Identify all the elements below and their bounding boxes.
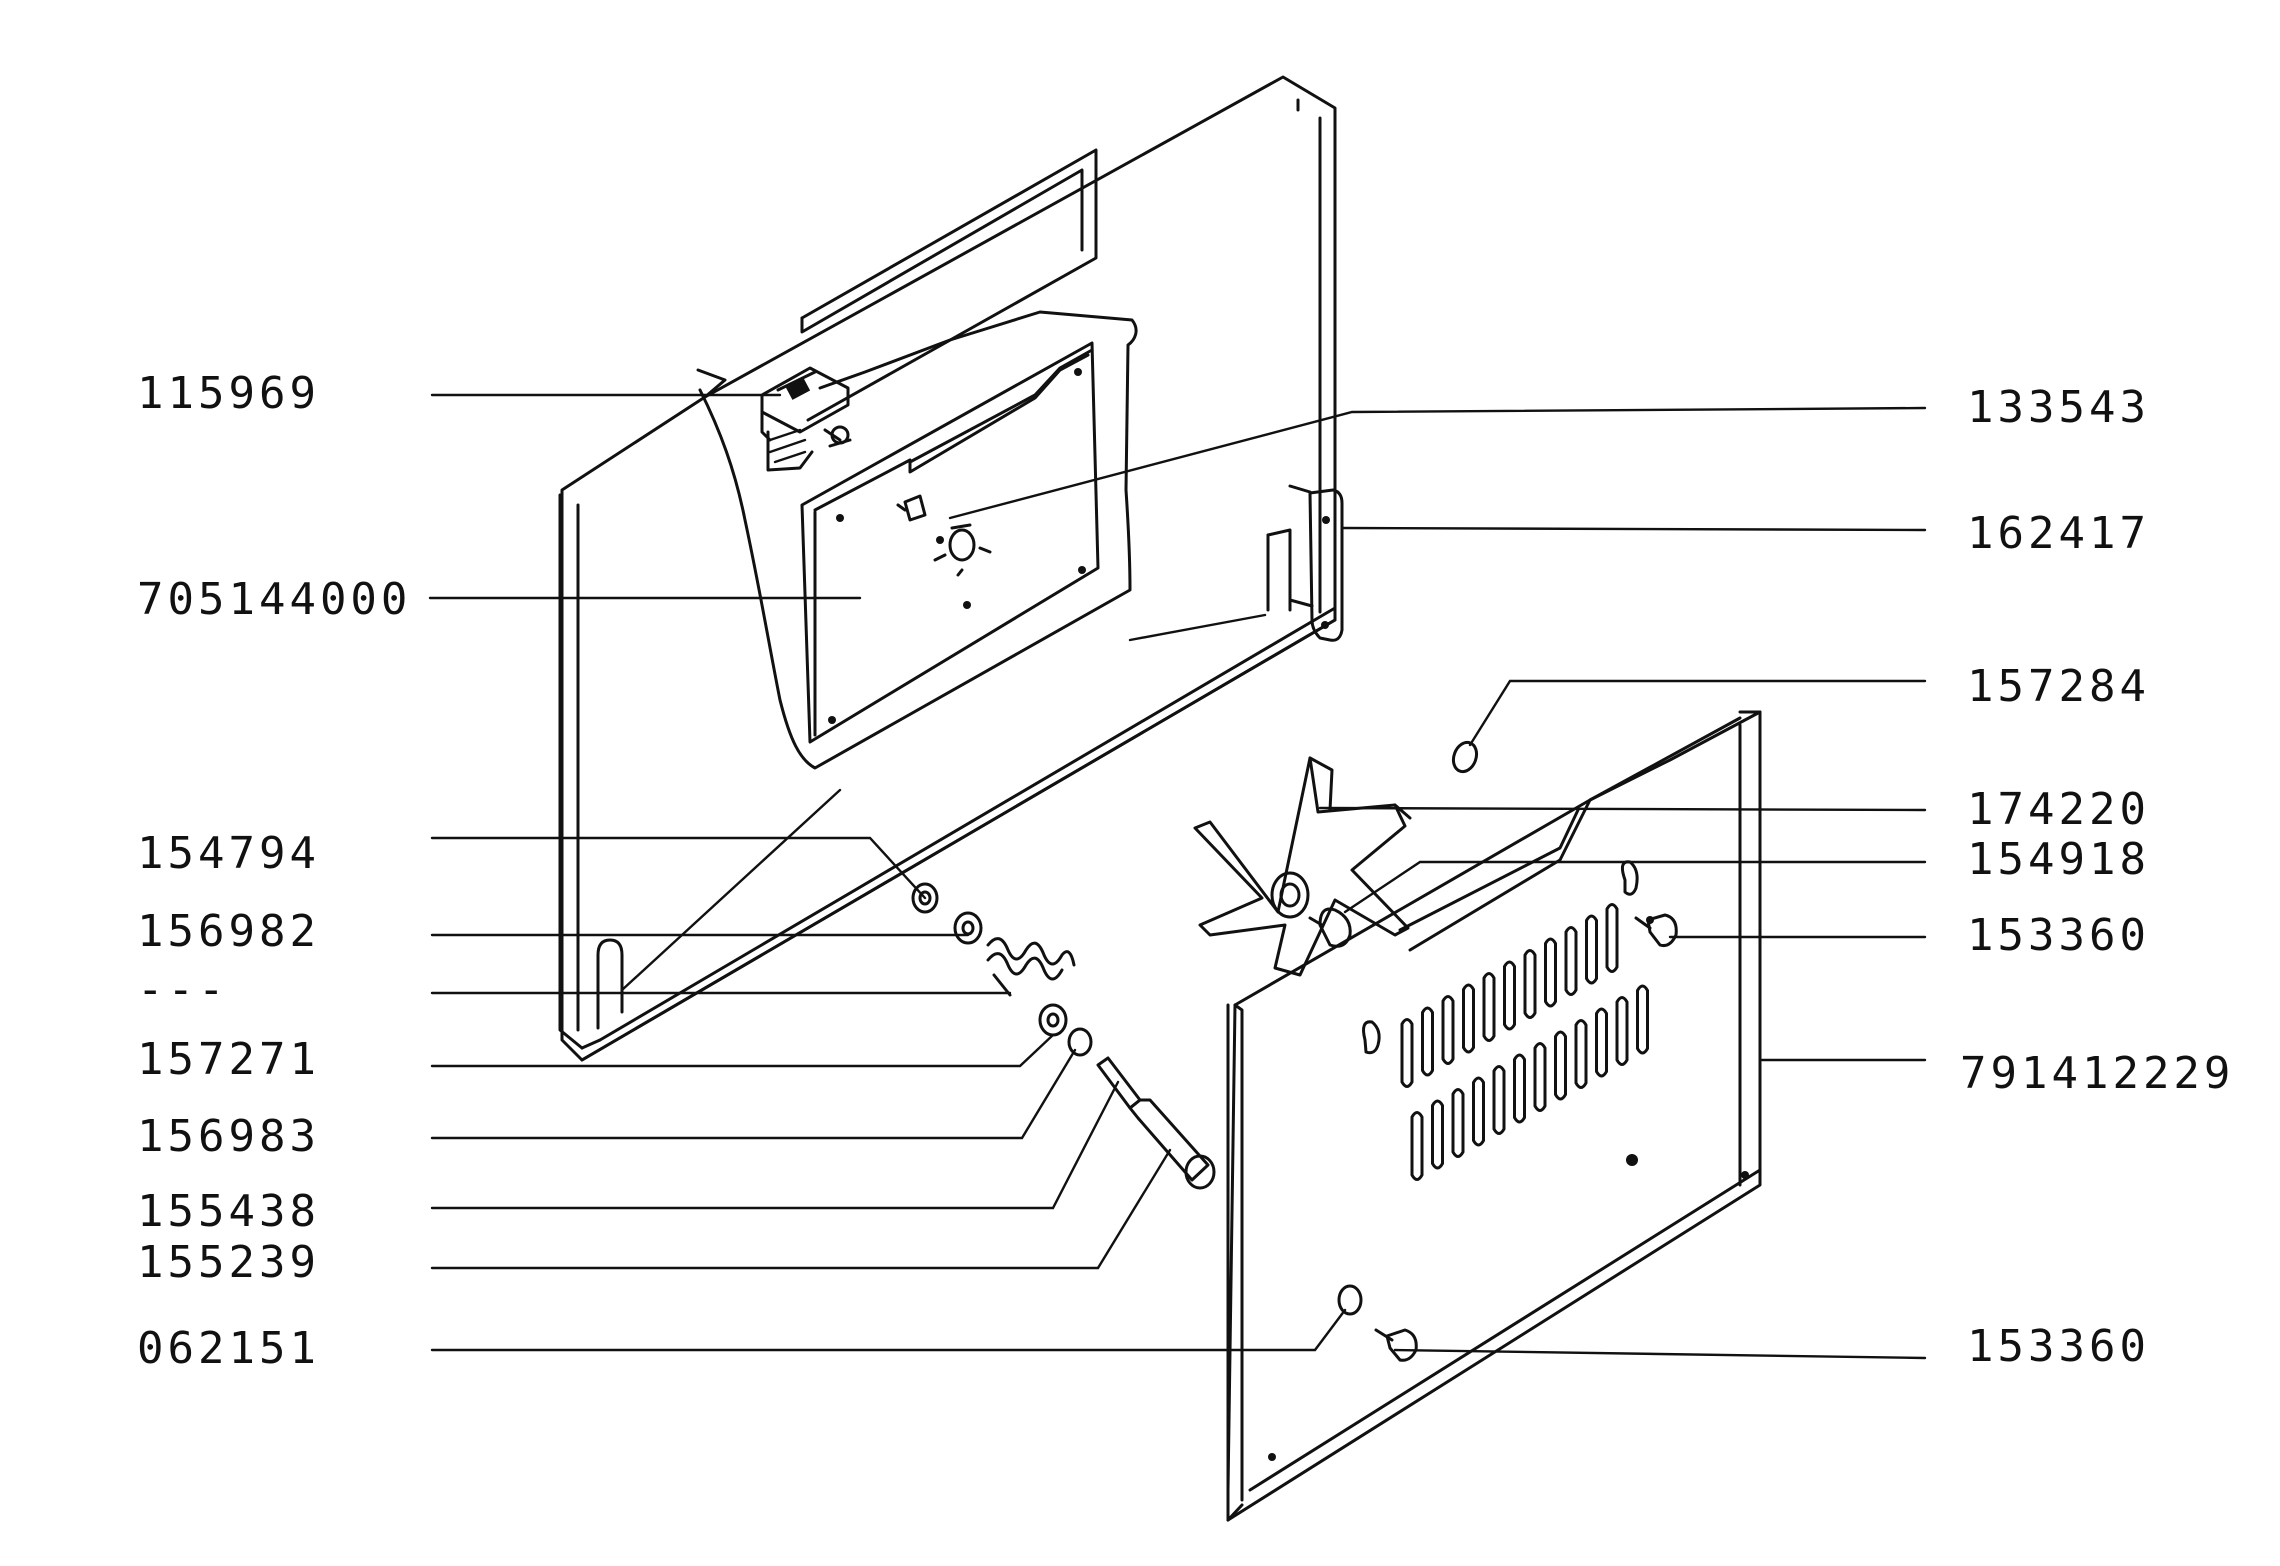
grille-slot <box>1636 984 1649 1055</box>
grille-slot <box>1595 1007 1608 1078</box>
grille-slot <box>1554 1030 1567 1101</box>
grille-slot <box>1585 914 1598 985</box>
part-number-label: --- <box>137 964 229 1015</box>
part-number-label: 705144000 <box>137 574 412 625</box>
grille-slot <box>1564 926 1578 996</box>
grille-slot <box>1400 1018 1414 1088</box>
grille-slot <box>1605 903 1619 973</box>
part-number-label: 156982 <box>137 906 320 957</box>
grille-slot <box>1421 1006 1434 1077</box>
part-number-label: 133543 <box>1967 382 2150 433</box>
grille-slot <box>1472 1076 1485 1147</box>
spring-icon <box>986 937 1076 997</box>
grille-slot <box>1410 1111 1424 1181</box>
screw-icon <box>1634 913 1678 947</box>
leader-line <box>1340 526 1927 532</box>
washer-icon <box>911 882 1093 1057</box>
part-number-label: 157271 <box>137 1034 320 1085</box>
leader-lines <box>428 393 1927 1360</box>
part-number-label: 162417 <box>1967 508 2150 559</box>
part-number-label: 115969 <box>137 368 320 419</box>
fan-blade-icon <box>1193 756 1412 977</box>
part-number-label: 154918 <box>1967 834 2150 885</box>
part-number-label: 154794 <box>137 828 320 879</box>
part-number-label: 062151 <box>137 1323 320 1374</box>
part-number-label: 155239 <box>137 1237 320 1288</box>
front-panel <box>1226 710 1762 1522</box>
leader-line <box>430 836 927 900</box>
rear-panel <box>558 75 1344 1062</box>
leader-line <box>1318 806 1927 812</box>
grille-slot <box>1533 1042 1547 1112</box>
leader-line <box>1468 679 1927 747</box>
grille-slot <box>1574 1019 1588 1089</box>
grille-slot <box>1431 1099 1444 1170</box>
part-number-label: 155438 <box>137 1186 320 1237</box>
part-number-label: 153360 <box>1967 1321 2150 1372</box>
grille-slot <box>1462 983 1475 1054</box>
grille-slot <box>1503 960 1516 1031</box>
leader-line <box>430 1048 1077 1140</box>
screw-icon <box>1374 1328 1418 1362</box>
grille-slot <box>1451 1088 1465 1158</box>
grille-slot <box>1492 1065 1506 1135</box>
part-number-label: 174220 <box>1967 784 2150 835</box>
leader-line <box>430 1148 1172 1270</box>
leader-line <box>430 1080 1120 1210</box>
part-number-label: 153360 <box>1967 910 2150 961</box>
grille-slot <box>1615 996 1629 1066</box>
leader-line <box>1393 1348 1927 1360</box>
leader-line <box>948 406 1927 520</box>
leader-line <box>1343 860 1927 914</box>
switch-icon <box>760 366 852 472</box>
grille-slot <box>1544 937 1557 1008</box>
grille-slot <box>1482 972 1496 1042</box>
grille <box>1400 903 1649 1181</box>
leader-line <box>430 1308 1347 1352</box>
leader-line <box>430 1033 1055 1068</box>
grille-slot <box>1441 995 1455 1065</box>
part-number-label: 156983 <box>137 1111 320 1162</box>
part-number-label: 157284 <box>1967 661 2150 712</box>
grille-slot <box>1523 949 1537 1019</box>
part-number-label: 791412229 <box>1960 1048 2235 1099</box>
shaft-icon <box>1096 1056 1216 1190</box>
grille-slot <box>1513 1053 1526 1124</box>
